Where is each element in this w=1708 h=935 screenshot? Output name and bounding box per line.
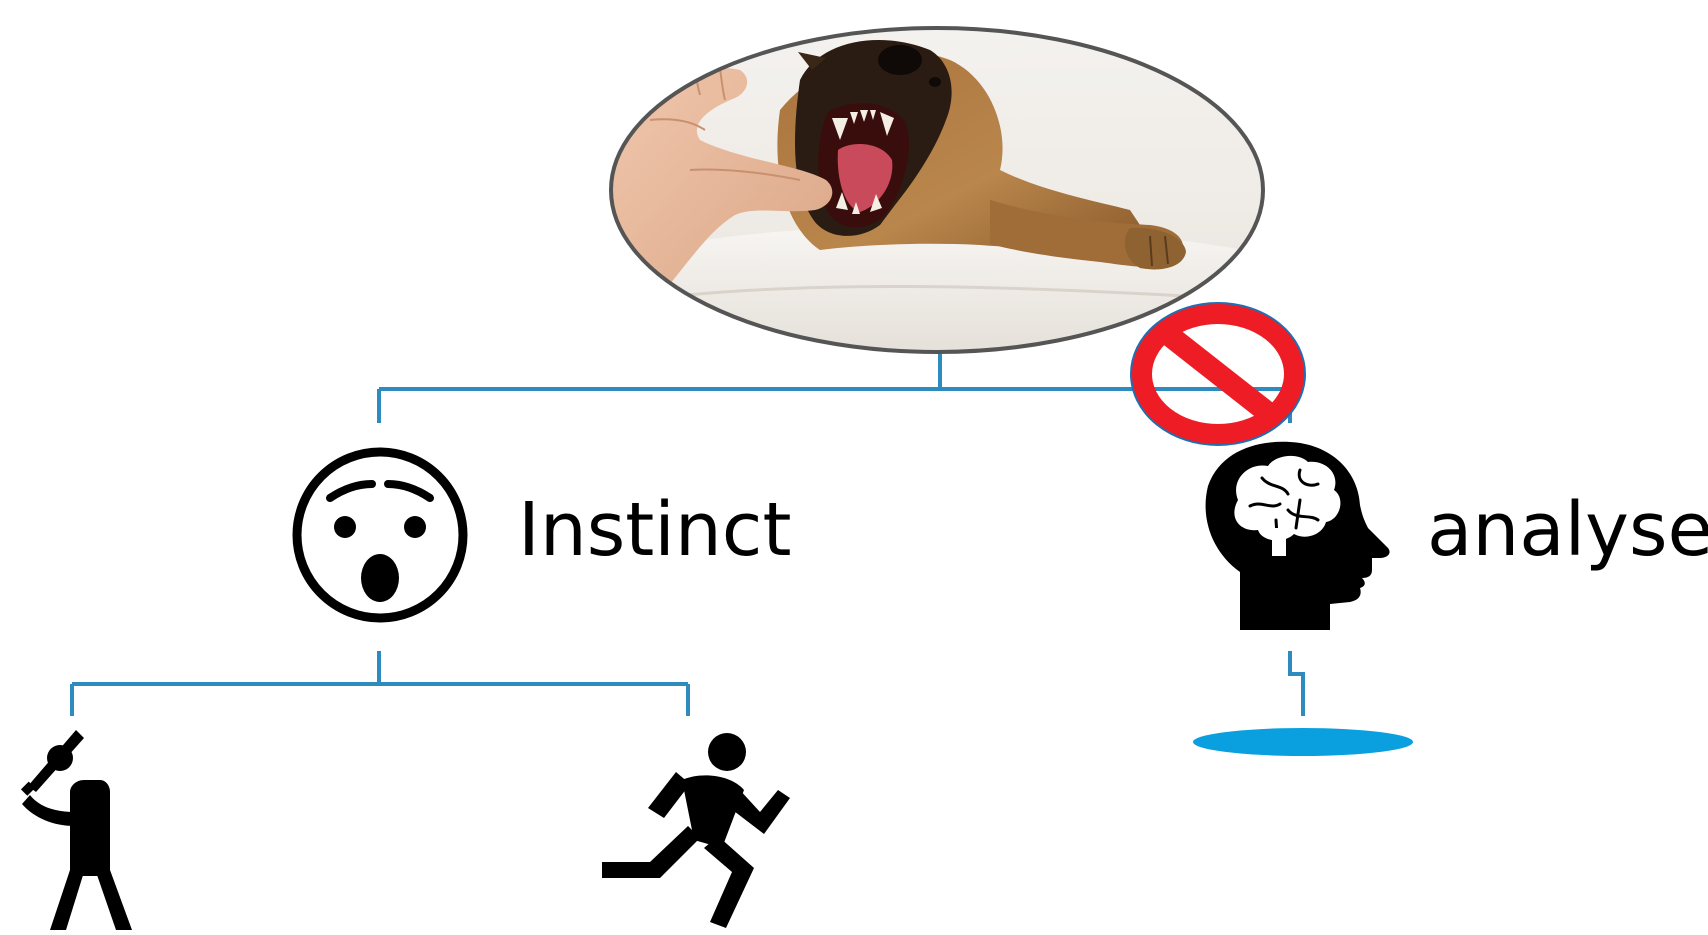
snarling-dog-photo bbox=[600, 20, 1280, 360]
connector-analyse-down bbox=[1290, 651, 1303, 716]
brain-head-icon bbox=[1206, 442, 1390, 630]
person-with-bat-icon bbox=[21, 730, 132, 930]
running-person-icon bbox=[602, 733, 790, 928]
analysis-outcome-ellipse bbox=[1193, 728, 1413, 756]
analyse-label: analyse bbox=[1427, 493, 1708, 567]
shocked-face-icon bbox=[297, 452, 463, 618]
instinct-label: Instinct bbox=[518, 493, 791, 567]
prohibition-icon bbox=[1133, 305, 1303, 443]
